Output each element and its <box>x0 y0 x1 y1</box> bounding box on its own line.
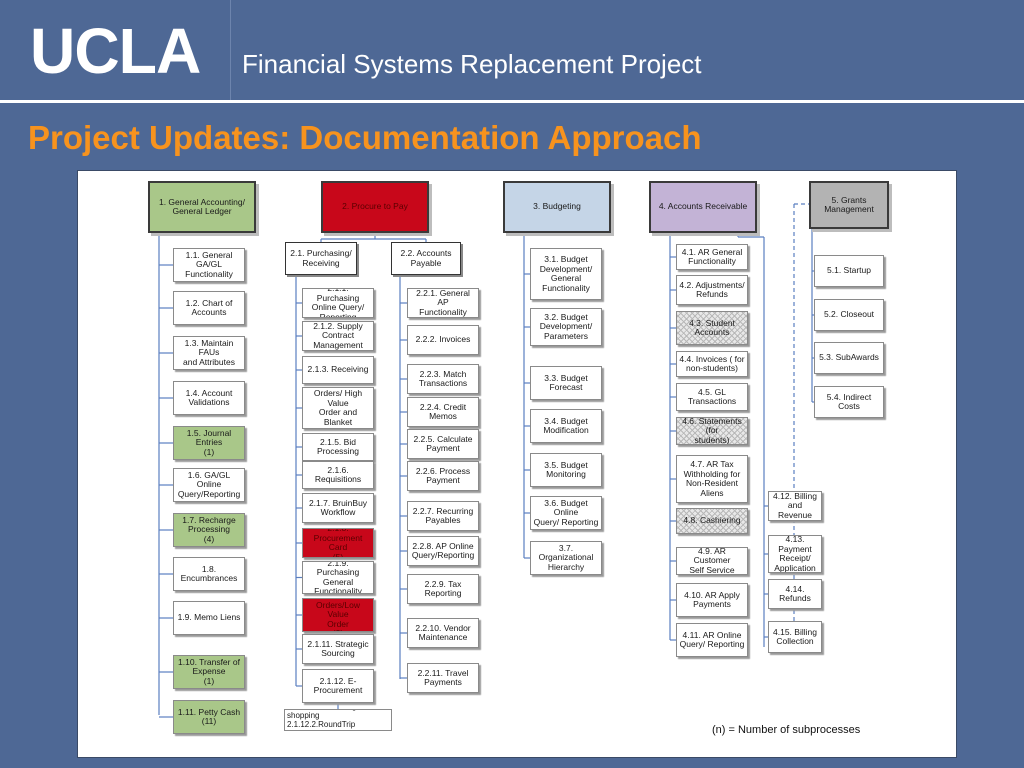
ucla-logo: UCLA <box>30 15 201 87</box>
payables-item-1: 2.2.1. General AP Functionality <box>407 288 479 318</box>
ar-item-7: 4.7. AR Tax Withholding for Non-Resident… <box>676 455 748 503</box>
gl-item-7: 1.7. Recharge Processing (4) <box>173 513 245 547</box>
payables-item-11: 2.2.11. Travel Payments <box>407 663 479 693</box>
budget-item-3: 3.3. Budget Forecast <box>530 366 602 400</box>
ar-item-11: 4.11. AR Online Query/ Reporting <box>676 623 748 657</box>
gl-item-10: 1.10. Transfer of Expense (1) <box>173 655 245 689</box>
purchasing-item-3: 2.1.3. Receiving <box>302 356 374 384</box>
slide-header: UCLA Financial Systems Replacement Proje… <box>0 0 1024 100</box>
gl-item-4: 1.4. Account Validations <box>173 381 245 415</box>
ar-item-5: 4.5. GL Transactions <box>676 383 748 411</box>
budget-item-2: 3.2. Budget Development/ Parameters <box>530 308 602 346</box>
budget-item-4: 3.4. Budget Modification <box>530 409 602 443</box>
header-rule <box>0 100 1024 103</box>
grants-item-4: 5.4. Indirect Costs <box>814 386 884 418</box>
process-hierarchy-diagram: 1. General Accounting/ General Ledger 2.… <box>77 170 957 758</box>
catalog-shopping-box: 2.1.12.1. E- catalog shopping 2.1.12.2.R… <box>284 709 392 731</box>
purchasing-item-10: 2.1.10. Purchase Orders/Low Value Order … <box>302 598 374 632</box>
payables-item-8: 2.2.8. AP Online Query/Reporting <box>407 536 479 566</box>
grants-item-1: 5.1. Startup <box>814 255 884 287</box>
ar-item-right-2: 4.13. Payment Receipt/ Application <box>768 535 822 573</box>
ar-item-8: 4.8. Cashiering <box>676 508 748 534</box>
gl-item-5: 1.5. Journal Entries (1) <box>173 426 245 460</box>
gl-item-6: 1.6. GA/GL Online Query/Reporting <box>173 468 245 502</box>
purchasing-item-2: 2.1.2. Supply Contract Management <box>302 321 374 351</box>
purchasing-item-4: 2.1.4. Purchase Orders/ High Value Order… <box>302 387 374 429</box>
purchasing-item-12: 2.1.12. E- Procurement <box>302 669 374 703</box>
grants-item-3: 5.3. SubAwards <box>814 342 884 374</box>
ar-item-6: 4.6. Statements (for students) <box>676 417 748 445</box>
ar-item-3: 4.3. Student Accounts <box>676 311 748 345</box>
top-box-accounts-receivable: 4. Accounts Receivable <box>649 181 757 233</box>
payables-item-2: 2.2.2. Invoices <box>407 325 479 355</box>
top-box-procure-to-pay: 2. Procure to Pay <box>321 181 429 233</box>
gl-item-11: 1.11. Petty Cash (11) <box>173 700 245 734</box>
purchasing-item-9: 2.1.9. Purchasing General Functionality <box>302 561 374 594</box>
gl-item-3: 1.3. Maintain FAUs and Attributes <box>173 336 245 370</box>
gl-item-1: 1.1. General GA/GL Functionality <box>173 248 245 282</box>
purchasing-item-8: 2.1.8. Procurement Card (5) <box>302 528 374 558</box>
payables-item-6: 2.2.6. Process Payment <box>407 461 479 491</box>
project-name: Financial Systems Replacement Project <box>242 49 702 79</box>
top-box-general-ledger: 1. General Accounting/ General Ledger <box>148 181 256 233</box>
purchasing-item-11: 2.1.11. Strategic Sourcing <box>302 634 374 664</box>
payables-item-7: 2.2.7. Recurring Payables <box>407 501 479 531</box>
gl-item-2: 1.2. Chart of Accounts <box>173 291 245 325</box>
ar-item-9: 4.9. AR Customer Self Service <box>676 547 748 575</box>
budget-item-7: 3.7. Organizational Hierarchy <box>530 541 602 575</box>
header-divider <box>230 0 231 100</box>
grants-item-2: 5.2. Closeout <box>814 299 884 331</box>
budget-item-1: 3.1. Budget Development/ General Functio… <box>530 248 602 300</box>
payables-item-9: 2.2.9. Tax Reporting <box>407 574 479 604</box>
payables-item-3: 2.2.3. Match Transactions <box>407 364 479 394</box>
connector-lines <box>158 203 814 718</box>
purchasing-item-1: 2.1.1. Purchasing Online Query/ Reportin… <box>302 288 374 318</box>
payables-item-4: 2.2.4. Credit Memos <box>407 397 479 427</box>
top-box-budgeting: 3. Budgeting <box>503 181 611 233</box>
ar-item-right-1: 4.12. Billing and Revenue <box>768 491 822 521</box>
ar-item-right-4: 4.15. Billing Collection <box>768 621 822 653</box>
ar-item-4: 4.4. Invoices ( for non-students) <box>676 351 748 377</box>
sub-box-accounts-payable: 2.2. Accounts Payable <box>391 242 461 275</box>
ar-item-right-3: 4.14. Refunds <box>768 579 822 609</box>
budget-item-5: 3.5. Budget Monitoring <box>530 453 602 487</box>
slide-title: Project Updates: Documentation Approach <box>28 119 702 156</box>
purchasing-item-6: 2.1.6. Requisitions <box>302 461 374 489</box>
budget-item-6: 3.6. Budget Online Query/ Reporting <box>530 496 602 530</box>
sub-box-purchasing-receiving: 2.1. Purchasing/ Receiving <box>285 242 357 275</box>
ar-item-10: 4.10. AR Apply Payments <box>676 583 748 617</box>
ar-item-1: 4.1. AR General Functionality <box>676 244 748 270</box>
purchasing-item-5: 2.1.5. Bid Processing <box>302 433 374 461</box>
legend-text: (n) = Number of subprocesses <box>712 724 861 736</box>
ar-item-2: 4.2. Adjustments/ Refunds <box>676 275 748 305</box>
gl-item-8: 1.8. Encumbrances <box>173 557 245 591</box>
payables-item-5: 2.2.5. Calculate Payment <box>407 429 479 459</box>
gl-item-9: 1.9. Memo Liens <box>173 601 245 635</box>
payables-item-10: 2.2.10. Vendor Maintenance <box>407 618 479 648</box>
top-box-grants-management: 5. Grants Management <box>809 181 889 229</box>
purchasing-item-7: 2.1.7. BruinBuy Workflow <box>302 493 374 523</box>
